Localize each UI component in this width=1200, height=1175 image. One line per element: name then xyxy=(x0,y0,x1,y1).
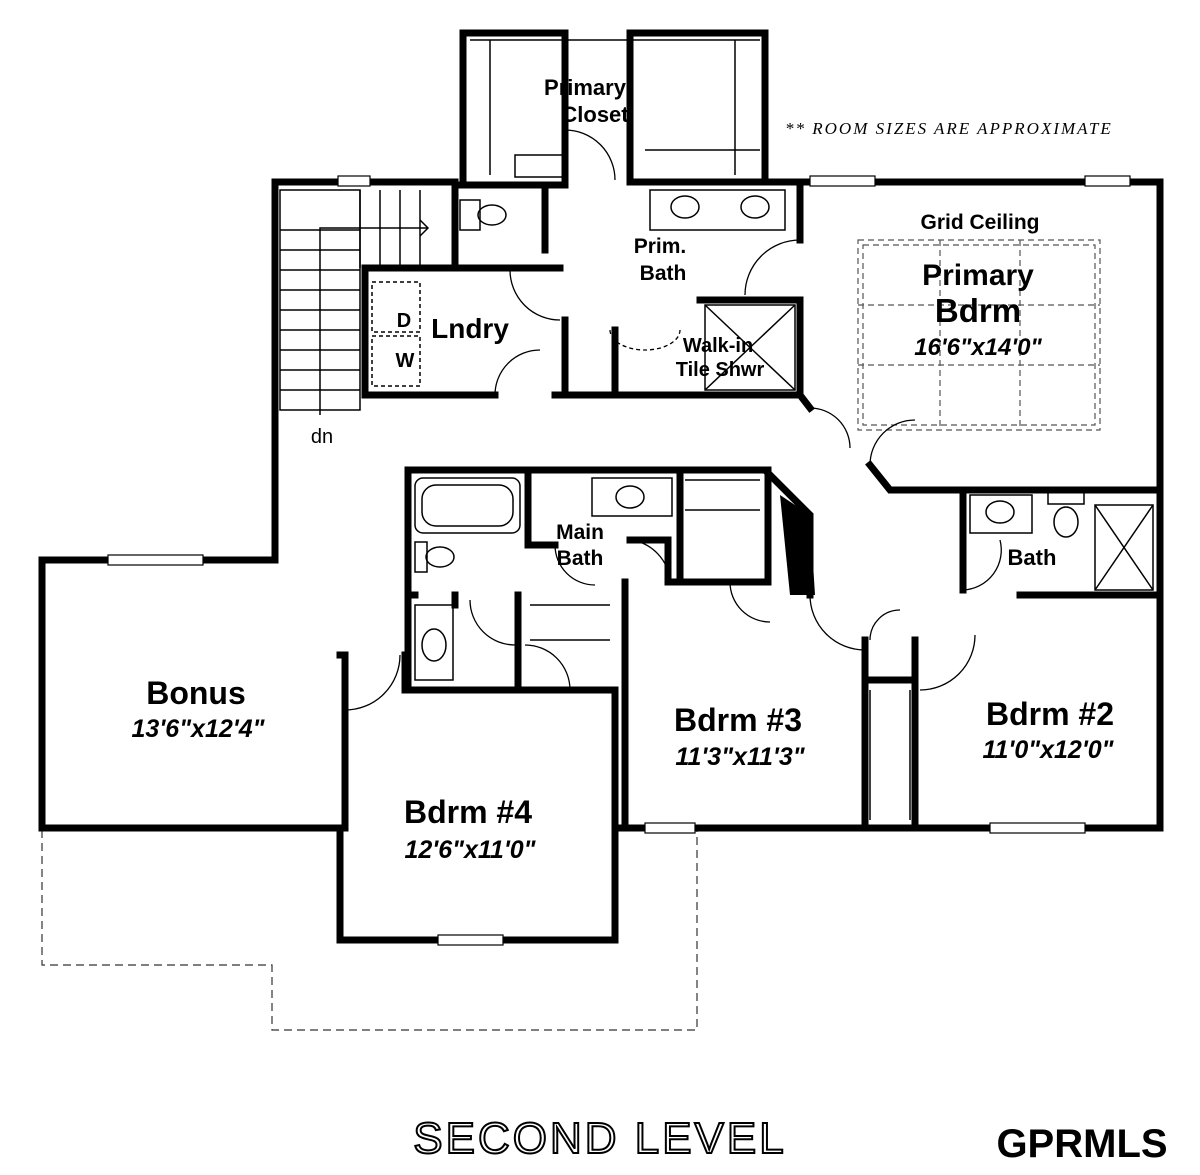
prim-bath-label-2: Bath xyxy=(640,262,687,285)
shower-label-2: Tile Shwr xyxy=(676,359,765,381)
brand-logo: GPRMLS xyxy=(996,1122,1167,1166)
primary-bdrm-size: 16'6"x14'0" xyxy=(914,334,1042,361)
porch-outline xyxy=(41,830,698,1031)
main-bath-label: Main xyxy=(556,521,604,544)
grid-ceiling-label: Grid Ceiling xyxy=(920,211,1039,234)
interior-walls xyxy=(336,181,1164,832)
stairs-down-label: dn xyxy=(311,426,333,448)
primary-closet-label: Primary xyxy=(544,75,627,100)
main-bath-label-2: Bath xyxy=(557,547,604,570)
primary-bdrm-label-2: Bdrm xyxy=(935,292,1021,329)
bdrm2-label: Bdrm #2 xyxy=(986,696,1114,732)
primary-bdrm-label: Primary xyxy=(922,259,1034,292)
bonus-label: Bonus xyxy=(146,675,246,711)
approximate-note: ** ROOM SIZES ARE APPROXIMATE xyxy=(785,119,1113,138)
bdrm3-label: Bdrm #3 xyxy=(674,702,802,738)
bath-label: Bath xyxy=(1008,545,1057,570)
laundry-label: Lndry xyxy=(431,313,509,344)
shower-label: Walk-in xyxy=(683,335,753,357)
exterior-walls xyxy=(38,29,1164,944)
prim-bath-label: Prim. xyxy=(634,235,687,258)
level-title: SECOND LEVEL xyxy=(413,1114,786,1163)
bonus-size: 13'6"x12'4" xyxy=(132,715,266,743)
bdrm4-label: Bdrm #4 xyxy=(404,794,532,830)
windows xyxy=(107,175,1131,946)
bdrm4-size: 12'6"x11'0" xyxy=(404,836,536,864)
dryer-label: D xyxy=(397,310,411,332)
bdrm3-size: 11'3"x11'3" xyxy=(675,743,805,771)
fixtures xyxy=(371,154,1154,681)
stairs xyxy=(279,189,430,415)
doors xyxy=(344,129,1002,711)
washer-label: W xyxy=(396,350,415,372)
closet-hangers xyxy=(470,39,911,820)
primary-closet-label-2: Closet xyxy=(561,102,629,127)
bdrm2-size: 11'0"x12'0" xyxy=(982,736,1114,764)
grid-ceiling xyxy=(857,239,1101,431)
